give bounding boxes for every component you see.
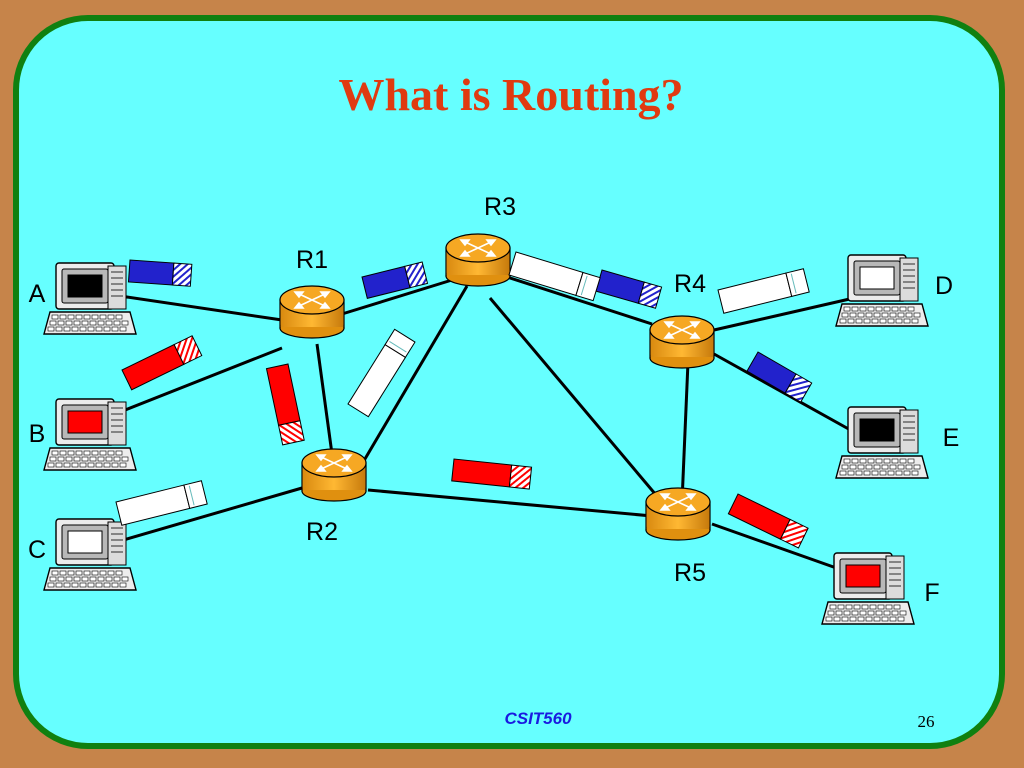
link-r1-r3 <box>341 278 453 316</box>
slide: What is Routing? R1 R2 R3 R4 R5 <box>12 14 1006 750</box>
slide-title: What is Routing? <box>338 69 683 120</box>
computer-icon <box>835 254 929 327</box>
packet-blue <box>127 259 193 287</box>
link-r4-d <box>713 296 855 332</box>
host-screen <box>67 530 103 554</box>
link-r4-r5 <box>680 361 690 503</box>
link-r3-r4 <box>503 274 653 326</box>
link-r3-r5 <box>488 297 669 509</box>
host-label-c: C <box>28 536 46 564</box>
footer-text: CSIT560 <box>504 709 572 728</box>
router-label-r1: R1 <box>296 246 328 274</box>
computer-icon <box>821 552 915 625</box>
router-icon <box>301 448 367 502</box>
router-label-r4: R4 <box>674 270 706 298</box>
link-r2-r3 <box>360 285 469 465</box>
link-b-r1 <box>119 346 283 414</box>
link-r2-r5 <box>367 488 653 518</box>
host-label-b: B <box>29 420 46 448</box>
links <box>119 274 855 572</box>
host-b <box>43 398 137 471</box>
host-screen <box>859 266 895 290</box>
slide-panel <box>13 15 1005 749</box>
router-label-r2: R2 <box>306 518 338 546</box>
router-icon <box>645 487 711 541</box>
router-label-r5: R5 <box>674 559 706 587</box>
link-r5-f <box>711 522 843 572</box>
host-screen <box>67 410 103 434</box>
host-screen <box>67 274 103 298</box>
router-r2 <box>301 448 367 502</box>
page-number: 26 <box>918 712 935 731</box>
host-f <box>821 552 915 625</box>
host-d <box>835 254 929 327</box>
host-e <box>835 406 929 479</box>
router-r5 <box>645 487 711 541</box>
computer-icon <box>43 262 137 335</box>
slide-canvas: What is Routing? R1 R2 R3 R4 R5 <box>13 15 1005 749</box>
router-label-r3: R3 <box>484 193 516 221</box>
router-icon <box>649 315 715 369</box>
computer-icon <box>43 398 137 471</box>
router-r3 <box>445 233 511 287</box>
link-a-r1 <box>119 294 283 322</box>
host-label-f: F <box>924 579 939 607</box>
link-r1-r2 <box>315 343 334 455</box>
host-screen <box>845 564 881 588</box>
router-icon <box>279 285 345 339</box>
link-r4-e <box>713 352 855 434</box>
host-label-e: E <box>943 424 960 452</box>
host-a <box>43 262 137 335</box>
host-c <box>43 518 137 591</box>
router-r4 <box>649 315 715 369</box>
link-c-r2 <box>119 486 303 543</box>
router-r1 <box>279 285 345 339</box>
router-icon <box>445 233 511 287</box>
computer-icon <box>43 518 137 591</box>
host-label-a: A <box>29 280 46 308</box>
computer-icon <box>835 406 929 479</box>
host-label-d: D <box>935 272 953 300</box>
host-screen <box>859 418 895 442</box>
